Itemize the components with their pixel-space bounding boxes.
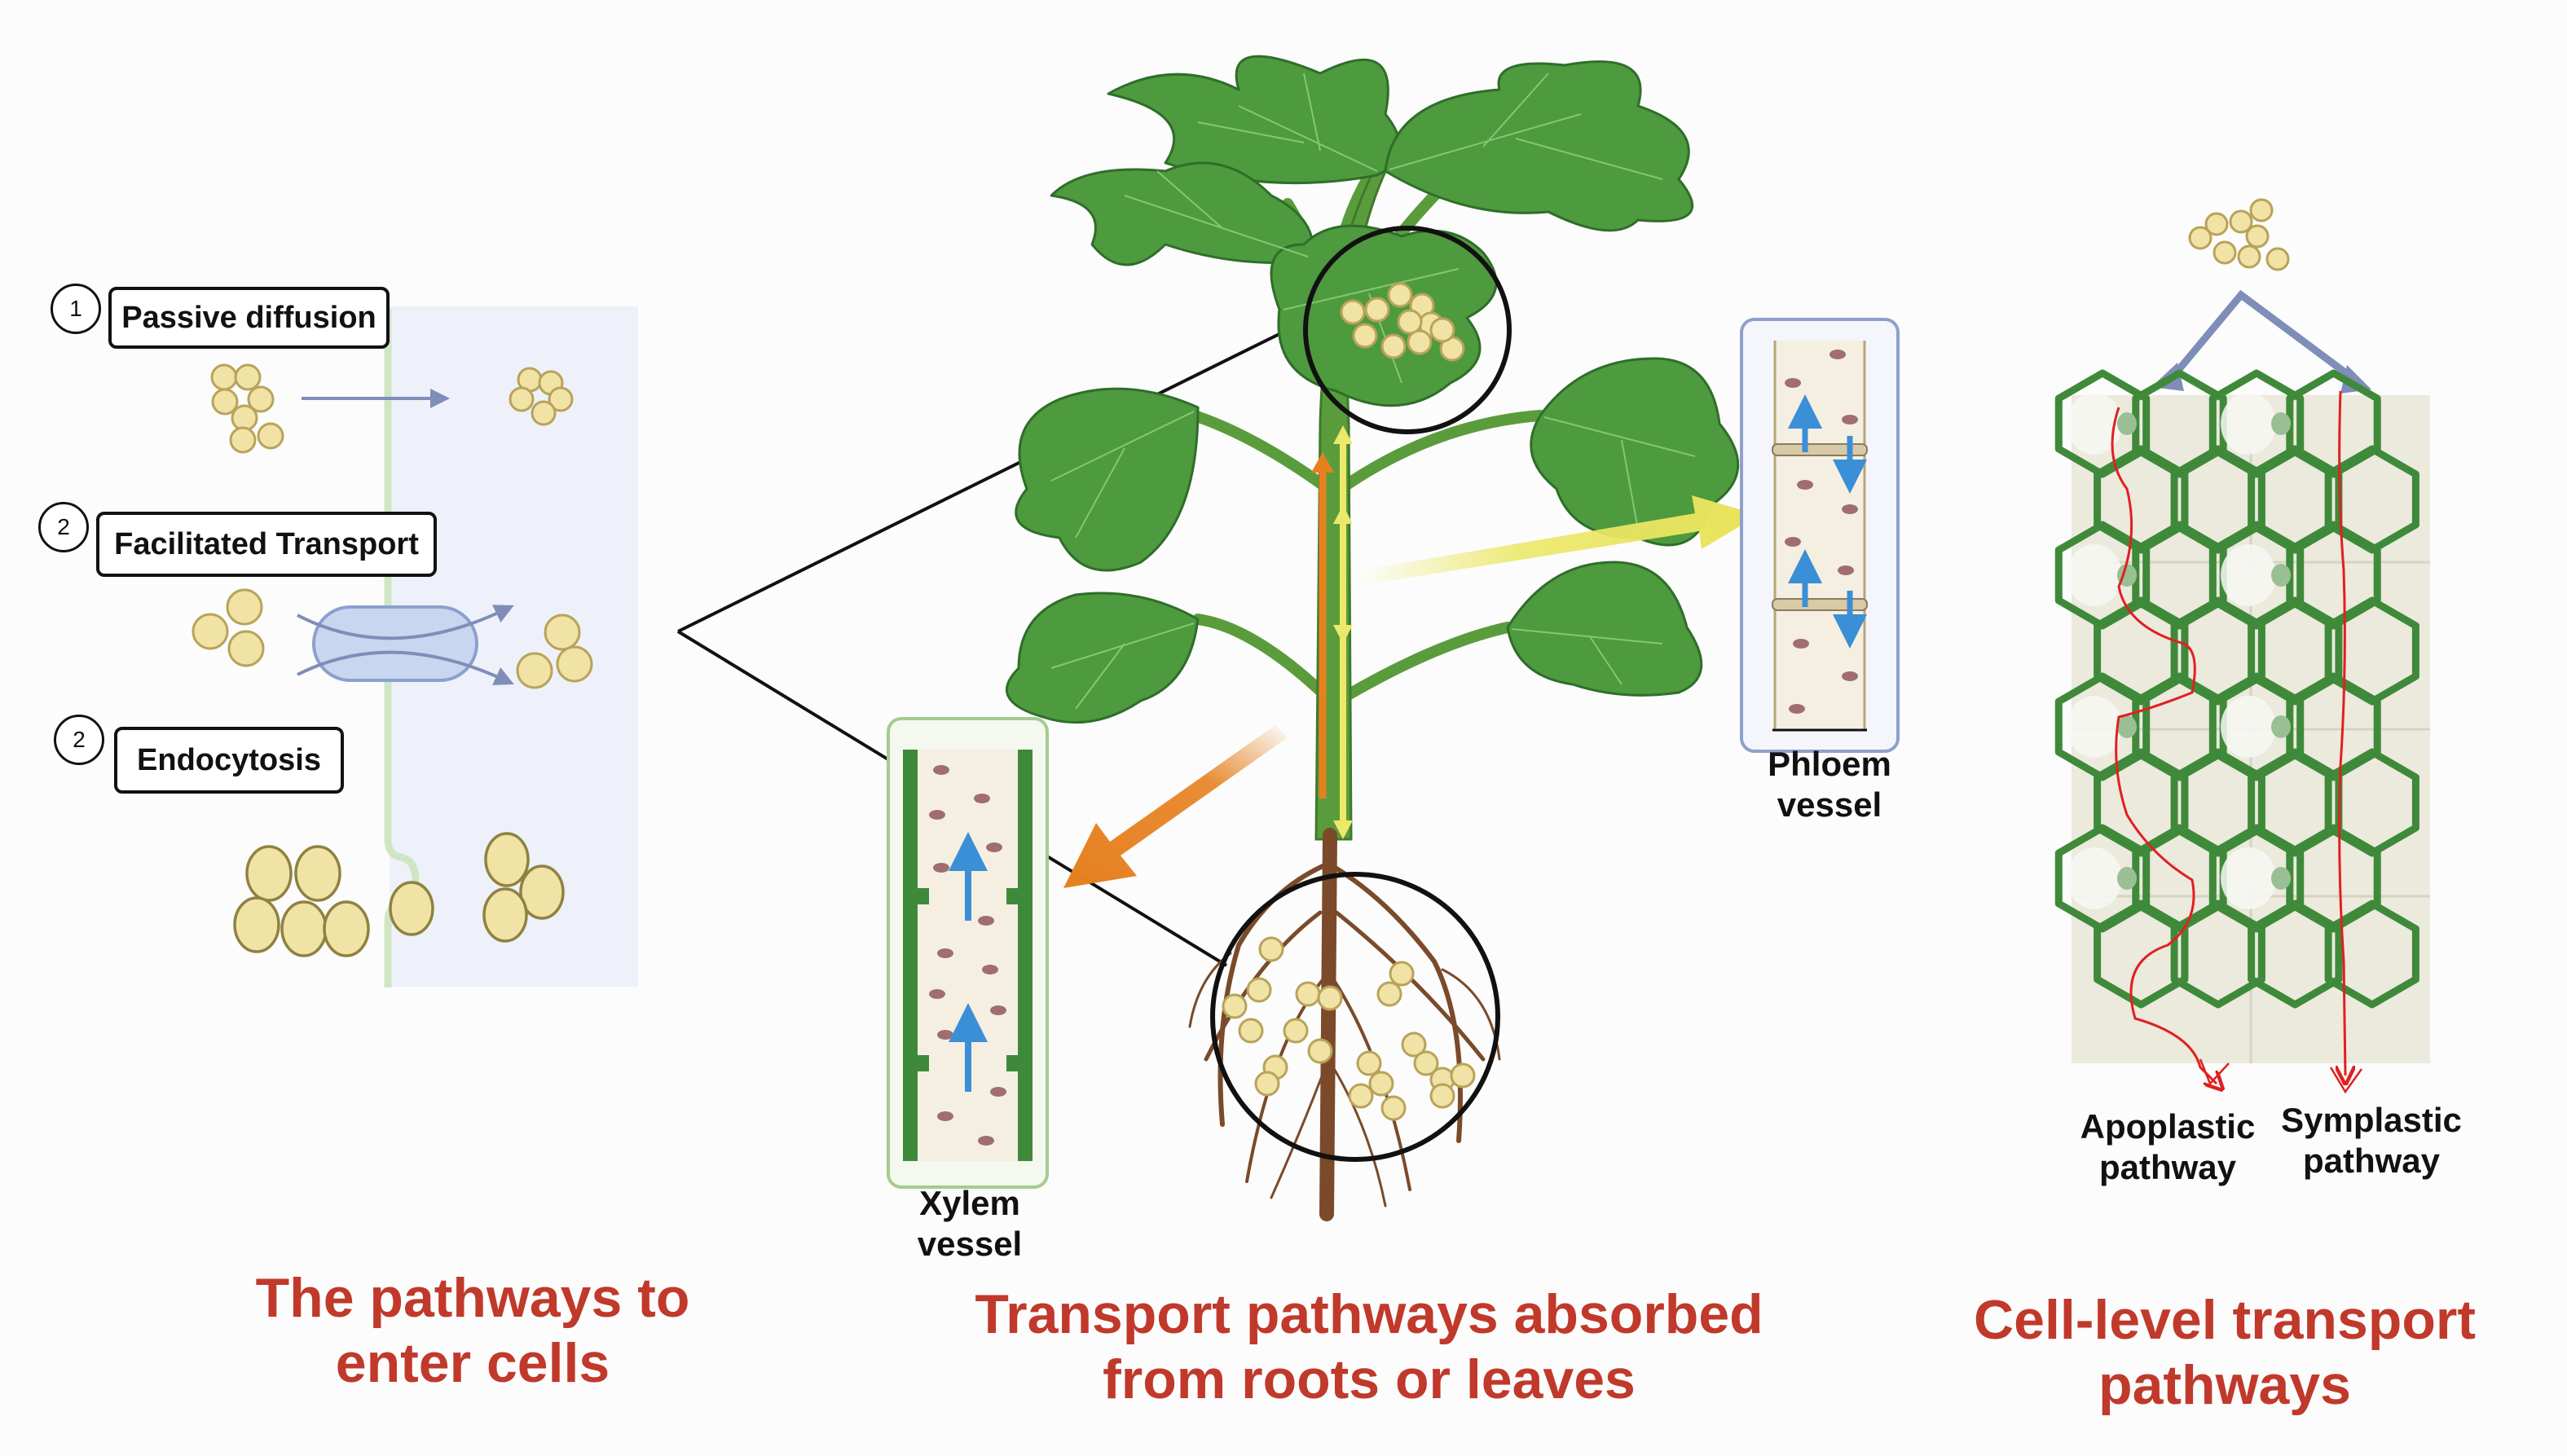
vacuole [2067,544,2122,606]
root-particles [1222,936,1476,1121]
orange-arrow-to-xylem [1063,725,1288,888]
symplastic-label-line2: pathway [2302,1141,2441,1180]
leaf-zoom-circle [1303,226,1512,434]
endocytosis-particle-entering [389,881,434,936]
vacuole [2067,393,2122,455]
endocytosis-particles-outside [233,845,370,957]
vacuole [2221,393,2277,455]
right-panel-title-line1: Cell-level transport [1974,1289,2476,1351]
yellow-arrow-to-phloem [1361,495,1759,585]
center-panel-title-line2: from roots or leaves [1103,1348,1636,1410]
root-zoom-circle [1210,872,1500,1162]
cell-level-panel [2054,198,2430,1094]
split-arrows [2164,289,2362,386]
nucleus [2271,867,2292,890]
step-number-3: 2 [54,715,104,765]
cell-wall-honeycomb [2054,369,2419,1009]
phloem-vessel-illustration [1740,318,1900,753]
vacuole [2067,847,2122,909]
right-panel-title-line2: pathways [2098,1354,2351,1416]
xylem-vessel-illustration [887,717,1049,1189]
xylem-label-line1: Xylem [919,1184,1020,1222]
cell-wall [2324,900,2419,1009]
facilitated-particles-inside [516,614,593,689]
cell-wall [2170,900,2265,1009]
cell-wall [2248,900,2343,1009]
cell-contents [2067,393,2292,909]
nucleus [2271,715,2292,738]
passive-diffusion-particles-outside [210,363,284,454]
step-number-2: 2 [38,502,89,552]
center-panel-title-line1: Transport pathways absorbed [975,1283,1763,1345]
cell-wall [2094,900,2189,1009]
nucleus [2117,715,2137,738]
left-panel-title-line2: enter cells [335,1332,610,1394]
vacuole [2221,696,2277,758]
phloem-label-line2: vessel [1777,785,1882,824]
phloem-label-line1: Phloem [1768,745,1891,783]
nucleus [2271,564,2292,587]
nucleus [2271,412,2292,435]
apoplastic-label-line1: Apoplastic [2080,1107,2256,1146]
incoming-particles [2188,198,2290,271]
left-panel-title-line1: The pathways to [255,1267,690,1329]
leaf-veins [1050,73,1696,710]
stem-transport-arrows [1311,425,1353,839]
facilitated-transport-label: Facilitated Transport [96,512,437,577]
passive-diffusion-label: Passive diffusion [108,287,390,349]
nucleus [2117,867,2137,890]
plant-leaves [1005,55,1740,724]
xylem-label-line2: vessel [917,1225,1023,1263]
vacuole [2221,847,2277,909]
passive-diffusion-particles-inside [509,367,574,426]
cell-entry-panel [192,306,638,988]
step-number-1: 1 [51,284,101,334]
transport-protein-channel [312,605,478,682]
endocytosis-particles-inside [482,832,565,943]
nucleus [2117,412,2137,435]
plant-illustration [1005,55,1759,1221]
leaf-particles [1340,282,1465,362]
apoplastic-label-line2: pathway [2098,1148,2237,1186]
symplastic-path-line [2340,390,2345,1076]
apoplastic-path-line [2111,407,2217,1084]
vacuole [2221,544,2277,606]
facilitated-particles-outside [192,588,265,667]
symplastic-label-line1: Symplastic [2281,1101,2462,1139]
facilitated-arrow-upper [297,605,514,640]
vacuole [2067,696,2122,758]
facilitated-arrow-lower [297,650,514,685]
endocytosis-label: Endocytosis [114,727,344,794]
